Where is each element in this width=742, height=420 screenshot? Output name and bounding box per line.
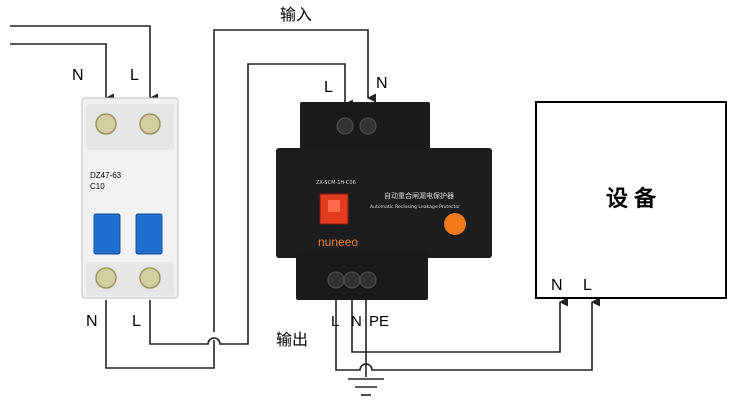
protector-switch[interactable] xyxy=(319,193,349,225)
device-l-label: L xyxy=(583,277,592,294)
protector-bottom-terminal-l-icon xyxy=(327,271,345,289)
breaker-top-l-label: L xyxy=(130,67,139,84)
protector-bottom-terminal-n-icon xyxy=(343,271,361,289)
leakage-protector: ZX-SCM-1H-C06 自动重合闸漏电保护器 Automatic Reclo… xyxy=(276,102,492,300)
wire-breaker-l-to-protector-l xyxy=(149,63,353,345)
protector-switch-lever xyxy=(328,200,340,212)
breaker-bottom-screw-n-icon xyxy=(95,267,117,289)
breaker-handle-l[interactable] xyxy=(135,213,163,255)
protector-test-button[interactable] xyxy=(444,213,466,235)
protector-title-en: Automatic Reclosing Leakage Protector xyxy=(370,204,460,210)
device-n-label: N xyxy=(551,277,563,294)
protector-brand: nuneeo xyxy=(318,235,358,249)
protector-body xyxy=(276,148,492,258)
breaker-top-screw-n-icon xyxy=(95,113,117,135)
breaker-bottom-n-label: N xyxy=(86,313,98,330)
protector-top-terminal-n-icon xyxy=(359,117,377,135)
protector-top-n-label: N xyxy=(376,75,388,92)
wire-mains-n xyxy=(10,43,114,103)
breaker-top-n-label: N xyxy=(72,67,84,84)
breaker-top-screw-l-icon xyxy=(139,113,161,135)
breaker-model: DZ47-63 xyxy=(90,171,122,180)
protector-top-terminal-l-icon xyxy=(336,117,354,135)
input-label: 输入 xyxy=(280,6,312,24)
protector-bottom-pe-label: PE xyxy=(369,313,389,330)
breaker-rating: C10 xyxy=(90,182,105,191)
breaker-bottom-l-label: L xyxy=(132,313,141,330)
circuit-breaker: DZ47-63 C10 xyxy=(81,97,179,299)
protector-top-l-label: L xyxy=(324,79,333,96)
protector-title-cn: 自动重合闸漏电保护器 xyxy=(384,191,454,200)
device-box xyxy=(535,101,727,299)
output-label: 输出 xyxy=(276,331,308,349)
protector-model: ZX-SCM-1H-C06 xyxy=(316,180,356,186)
device-title: 设 备 xyxy=(606,186,657,211)
wire-mains-l xyxy=(10,25,158,103)
protector-bottom-terminal-pe-icon xyxy=(359,271,377,289)
breaker-bottom-screw-l-icon xyxy=(139,267,161,289)
wire-output-n-to-device-n xyxy=(351,288,568,353)
wires xyxy=(10,25,600,396)
protector-bottom-l-label: L xyxy=(331,313,339,330)
ground-icon xyxy=(348,378,384,396)
breaker-handle-n[interactable] xyxy=(93,213,121,255)
wire-breaker-n-to-protector-n xyxy=(105,29,368,369)
protector-bottom-n-label: N xyxy=(351,313,362,330)
